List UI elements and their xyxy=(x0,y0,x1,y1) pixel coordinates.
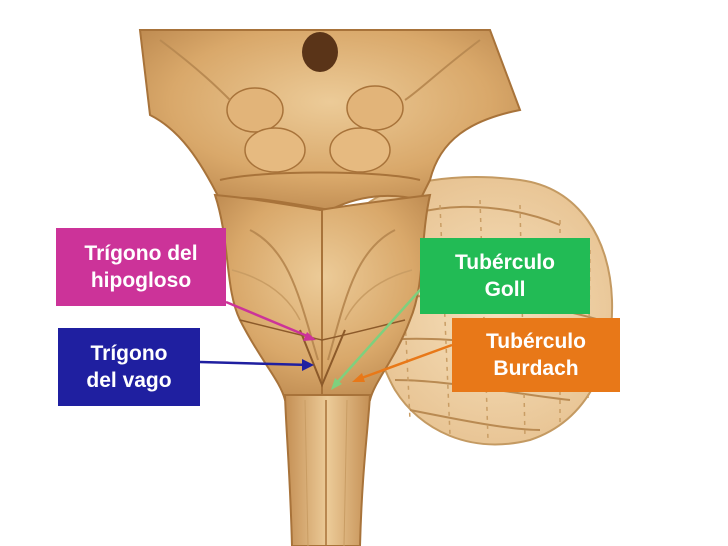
label-trigono-vago: Trígono del vago xyxy=(58,328,200,406)
label-tuberculo-burdach: Tubérculo Burdach xyxy=(452,318,620,392)
pointer-arrows xyxy=(199,289,453,390)
label-tuberculo-goll: Tubérculo Goll xyxy=(420,238,590,314)
label-trigono-hipogloso-line1: Trígono del xyxy=(84,242,198,265)
label-trigono-vago-line2: del vago xyxy=(86,369,172,392)
arrow-vago xyxy=(199,360,311,367)
spinal-cord xyxy=(283,394,372,546)
arrow-hipogloso xyxy=(225,300,313,340)
label-tuberculo-burdach-line2: Burdach xyxy=(493,357,579,380)
label-trigono-hipogloso-line2: hipogloso xyxy=(90,269,192,292)
third-ventricle xyxy=(302,32,338,72)
arrowhead-burdach xyxy=(352,373,365,382)
arrowhead-vago xyxy=(302,359,314,371)
upper-brainstem xyxy=(138,29,522,212)
arrowhead-goll xyxy=(331,378,342,390)
arrowhead-hipogloso xyxy=(303,332,316,341)
label-tuberculo-burdach-line1: Tubérculo xyxy=(486,330,586,353)
label-tuberculo-goll-line1: Tubérculo xyxy=(455,251,555,274)
arrow-goll xyxy=(333,289,421,387)
label-trigono-hipogloso: Trígono del hipogloso xyxy=(56,228,226,306)
label-tuberculo-goll-line2: Goll xyxy=(484,278,526,301)
medulla-oblongata xyxy=(213,193,432,401)
arrow-burdach xyxy=(355,343,453,382)
label-trigono-vago-line1: Trígono xyxy=(90,342,168,365)
